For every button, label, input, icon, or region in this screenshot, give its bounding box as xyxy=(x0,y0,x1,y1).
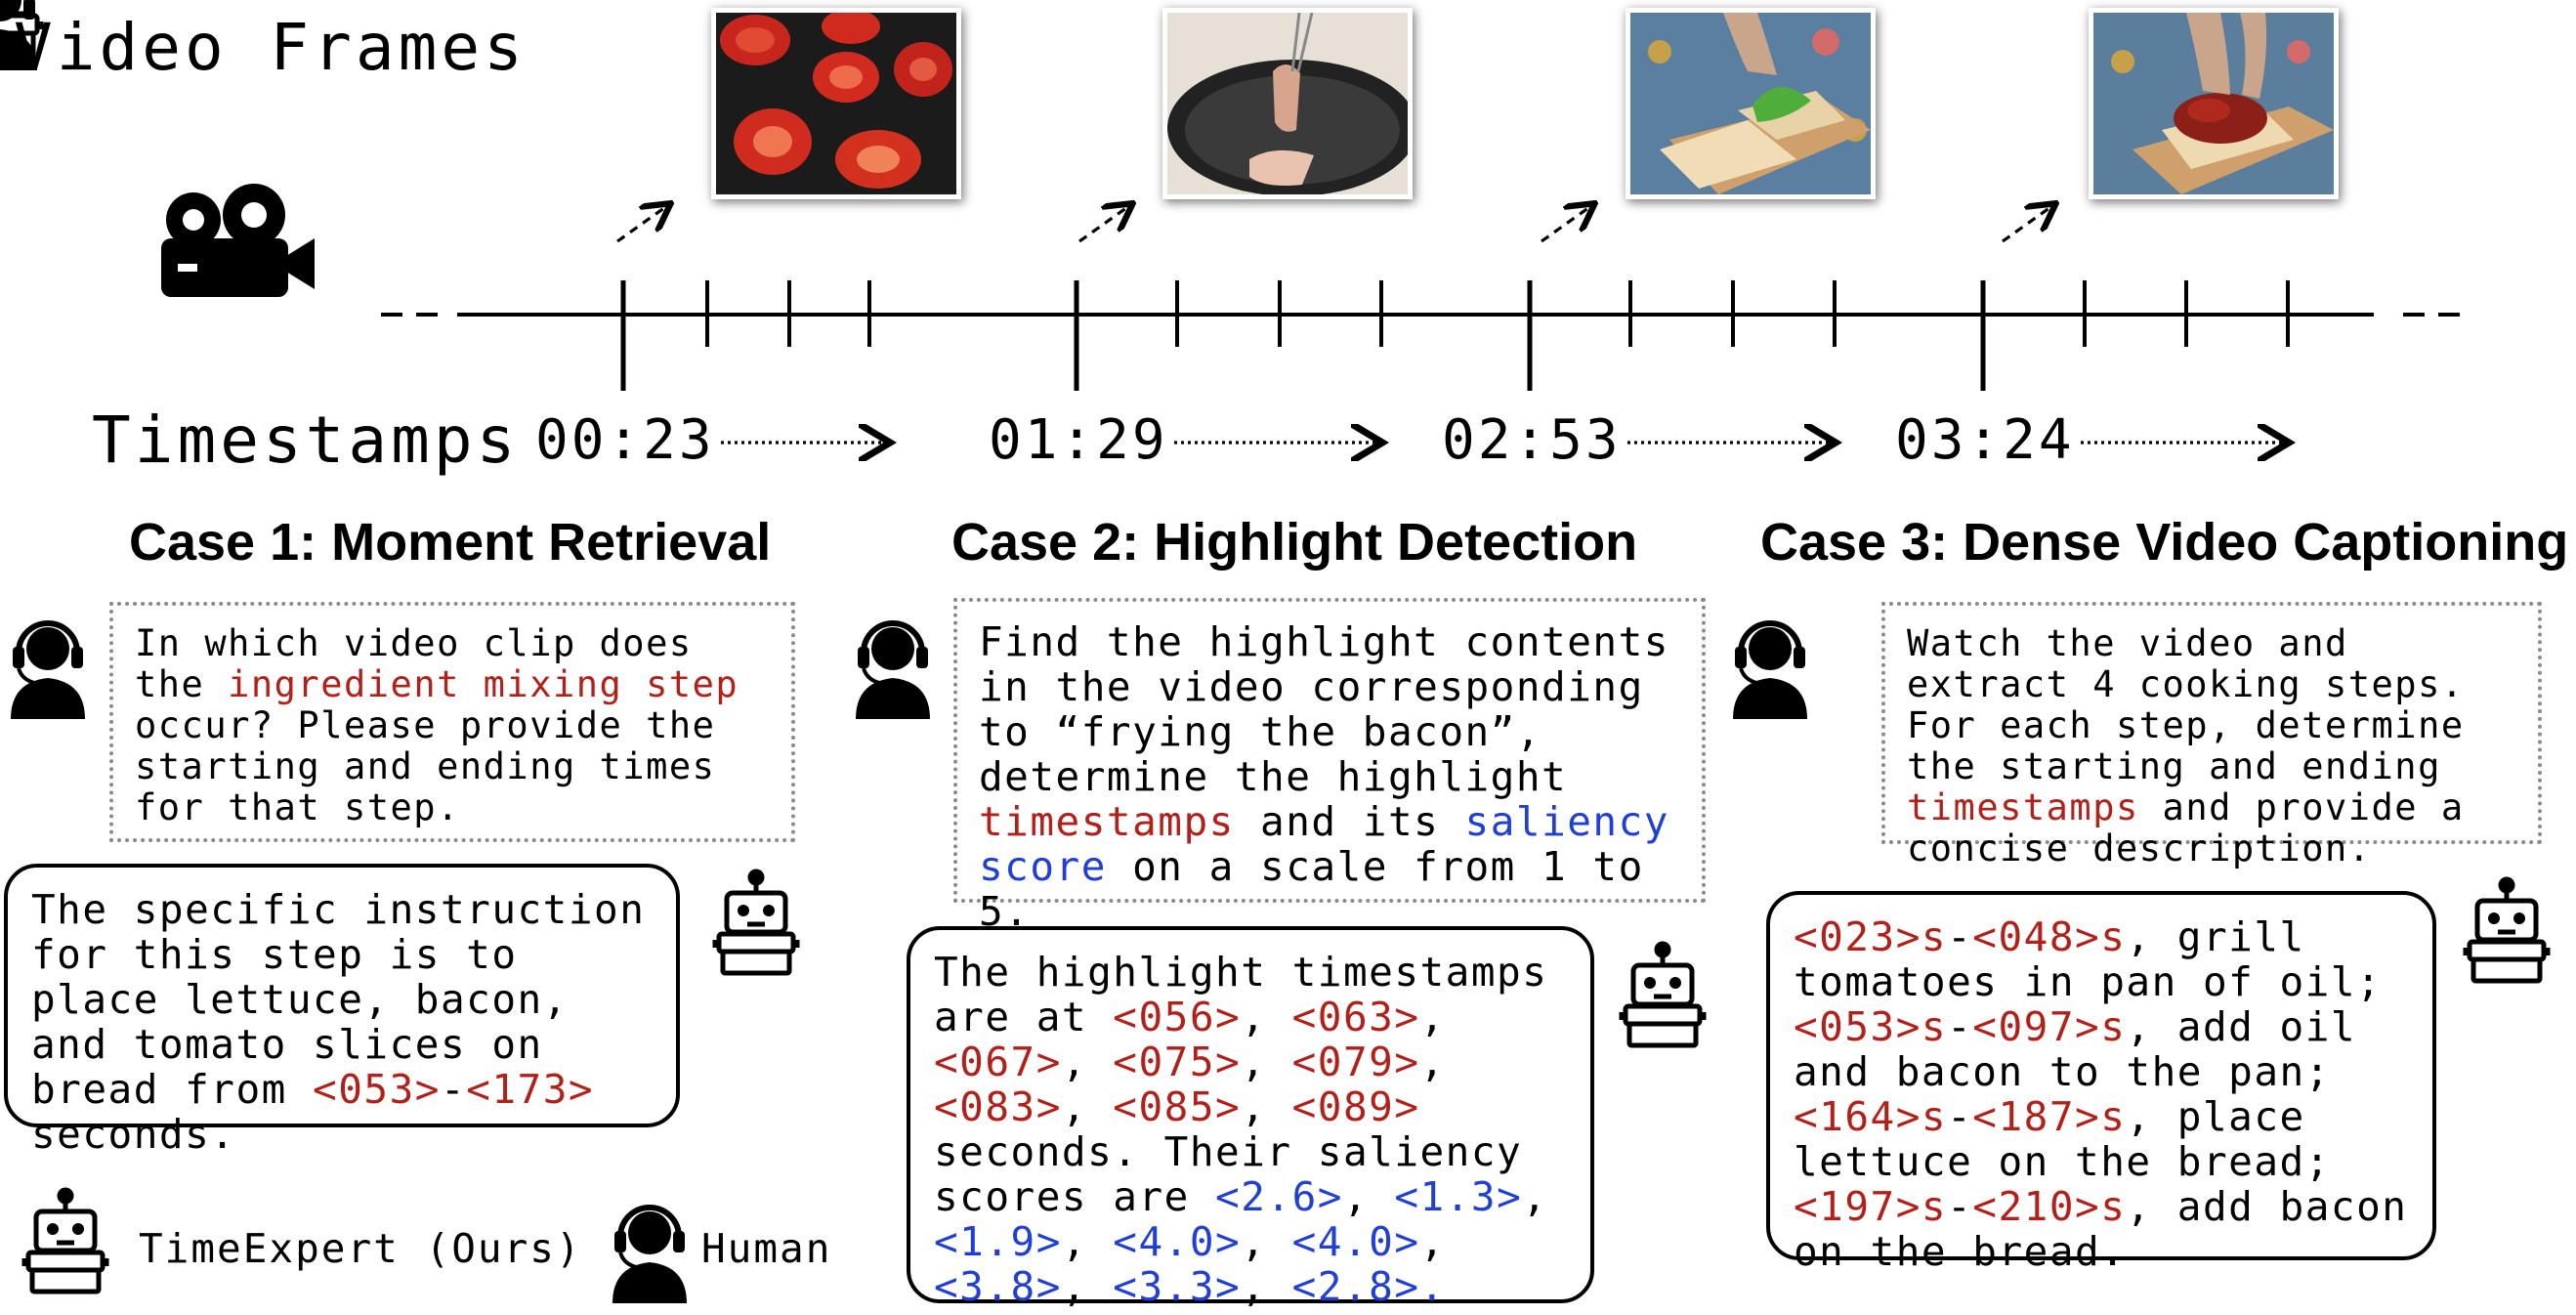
highlight-blue-text: <3.3> xyxy=(1113,1263,1242,1310)
minor-ticks xyxy=(705,280,2290,347)
plain-text: The specific instruction for this step i… xyxy=(31,886,646,1113)
case-1-prompt-text: In which video clip does the ingredient … xyxy=(135,622,739,828)
plain-text: , add oil and bacon to the pan; xyxy=(1794,1003,2357,1095)
highlight-red-text: <056> xyxy=(1113,994,1242,1040)
case-3-reply-text: <023>s-<048>s, grill tomatoes in pan of … xyxy=(1794,913,2407,1275)
bacon-bread-frame xyxy=(2089,8,2339,199)
case-3-title: Case 3: Dense Video Captioning xyxy=(1760,513,2569,572)
case-2-reply-text: The highlight timestamps are at <056>, <… xyxy=(934,949,1547,1310)
case-3-prompt-box: Watch the video and extract 4 cooking st… xyxy=(1881,602,2542,870)
highlight-red-text: <053> xyxy=(313,1066,441,1113)
plain-text: - xyxy=(1947,913,1973,960)
plain-text: , xyxy=(1061,1083,1114,1130)
plain-text: , xyxy=(1419,1218,1446,1265)
video-camera-icon xyxy=(161,184,315,297)
highlight-red-text: <089> xyxy=(1291,1083,1420,1130)
plain-text: seconds. Their saliency scores are xyxy=(934,1128,1523,1220)
case-2-reply-box: The highlight timestamps are at <056>, <… xyxy=(907,926,1594,1309)
highlight-red-text: <187>s xyxy=(1972,1093,2127,1140)
case-1-title: Case 1: Moment Retrieval xyxy=(129,513,772,572)
highlight-blue-text: <1.9> xyxy=(934,1218,1062,1265)
plain-text: , xyxy=(1241,994,1292,1040)
video-frames-label: Video Frames xyxy=(14,10,527,85)
highlight-red-text: <075> xyxy=(1113,1039,1242,1085)
highlight-red-text: <083> xyxy=(934,1083,1062,1130)
plain-text: , add bacon on the bread. xyxy=(1794,1183,2408,1275)
plain-text: seconds. xyxy=(31,1111,236,1158)
case-1-prompt-box: In which video clip does the ingredient … xyxy=(109,602,795,842)
highlight-blue-text: <1.3> xyxy=(1394,1173,1523,1220)
plain-text: and its xyxy=(1234,798,1465,845)
plain-text: The highlight timestamps are at xyxy=(934,949,1548,1040)
plain-text: , xyxy=(1241,1218,1292,1265)
plain-text: and provide a concise description. xyxy=(1907,786,2465,870)
highlight-blue-text: <4.0> xyxy=(1113,1218,1242,1265)
highlight-red-text: <085> xyxy=(1113,1083,1242,1130)
highlight-red-text: <053>s xyxy=(1794,1003,1948,1050)
legend-model-label: TimeExpert (Ours) xyxy=(139,1225,582,1272)
plain-text: - xyxy=(1947,1183,1973,1230)
highlight-red-text: ingredient mixing step xyxy=(228,663,739,705)
timestamp-4: 03:24 xyxy=(1895,408,2075,472)
highlight-red-text: <023>s xyxy=(1794,913,1948,960)
highlight-red-text: <173> xyxy=(466,1066,595,1113)
highlight-red-text: <048>s xyxy=(1972,913,2127,960)
plain-text: - xyxy=(440,1066,467,1113)
highlight-blue-text: saliency score xyxy=(979,798,1669,890)
highlight-red-text: <210>s xyxy=(1972,1183,2127,1230)
plain-text: , place lettuce on the bread; xyxy=(1794,1093,2331,1185)
case-1-reply-text: The specific instruction for this step i… xyxy=(31,886,645,1158)
case-3-reply-box: <023>s-<048>s, grill tomatoes in pan of … xyxy=(1766,891,2436,1274)
plain-text: , xyxy=(1241,1263,1292,1310)
highlight-blue-text: <2.6> xyxy=(1215,1173,1343,1220)
highlight-red-text: <097>s xyxy=(1972,1003,2127,1050)
case-2-prompt-text: Find the highlight contents in the video… xyxy=(979,618,1669,935)
plain-text: , xyxy=(1241,1039,1292,1085)
timestamp-3: 02:53 xyxy=(1442,408,1622,472)
highlight-red-text: <063> xyxy=(1291,994,1420,1040)
timestamp-2: 01:29 xyxy=(989,408,1168,472)
highlight-red-text: <067> xyxy=(934,1039,1062,1085)
plain-text: , xyxy=(1342,1173,1395,1220)
highlight-blue-text: <3.8> xyxy=(934,1263,1062,1310)
plain-text: occur? Please provide the starting and e… xyxy=(135,704,716,828)
major-ticks xyxy=(620,280,1986,391)
case-3-prompt-text: Watch the video and extract 4 cooking st… xyxy=(1907,622,2465,870)
plain-text: , grill tomatoes in pan of oil; xyxy=(1794,913,2383,1005)
timestamp-1: 00:23 xyxy=(535,408,715,472)
plain-text: , xyxy=(1061,1218,1114,1265)
highlight-red-text: timestamps xyxy=(1907,786,2139,828)
tomatoes-frame xyxy=(711,8,961,199)
lettuce-bread-frame xyxy=(1626,8,1876,199)
plain-text: , xyxy=(1419,1039,1446,1085)
plain-text: - xyxy=(1947,1003,1973,1050)
highlight-red-text: <197>s xyxy=(1794,1183,1948,1230)
plain-text: , xyxy=(1061,1263,1114,1310)
plain-text: Find the highlight contents in the video… xyxy=(979,618,1669,800)
frame-pointer-arrows xyxy=(616,205,2053,243)
timestamps-label: Timestamps xyxy=(92,403,520,478)
highlight-red-text: <164>s xyxy=(1794,1093,1948,1140)
plain-text: , xyxy=(1061,1039,1114,1085)
highlight-blue-text: <2.8>. xyxy=(1291,1263,1446,1310)
plain-text: , xyxy=(1419,994,1446,1040)
case-2-prompt-box: Find the highlight contents in the video… xyxy=(953,598,1706,934)
bacon-pan-frame xyxy=(1162,8,1417,199)
plain-text: In which video clip does the xyxy=(135,622,693,705)
legend-human-label: Human xyxy=(701,1225,832,1272)
case-2-title: Case 2: Highlight Detection xyxy=(951,513,1638,572)
highlight-red-text: <079> xyxy=(1291,1039,1420,1085)
highlight-blue-text: <4.0> xyxy=(1291,1218,1420,1265)
highlight-red-text: timestamps xyxy=(979,798,1235,845)
plain-text: , xyxy=(1522,1173,1548,1220)
plain-text: , xyxy=(1241,1083,1292,1130)
plain-text: - xyxy=(1947,1093,1973,1140)
case-1-reply-box: The specific instruction for this step i… xyxy=(4,864,680,1157)
plain-text: Watch the video and extract 4 cooking st… xyxy=(1907,622,2465,787)
